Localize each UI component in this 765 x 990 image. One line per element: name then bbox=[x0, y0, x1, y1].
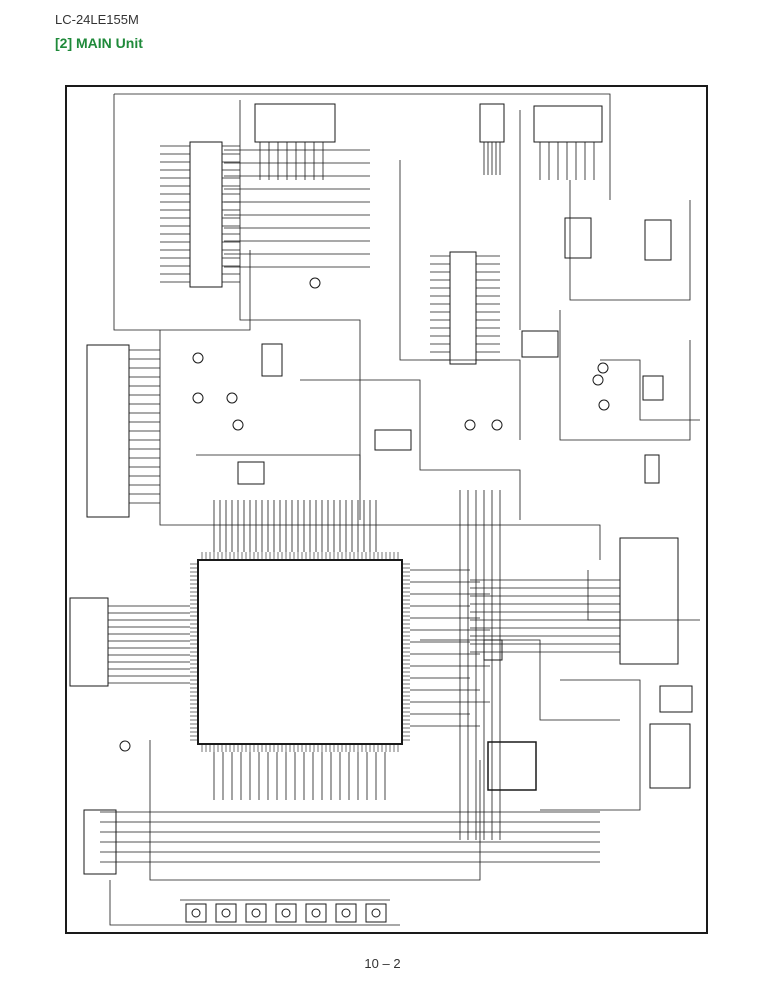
schematic-wiring bbox=[100, 93, 700, 926]
key-switch-contact bbox=[221, 908, 231, 918]
key-switch bbox=[335, 903, 357, 923]
jack-1 bbox=[659, 685, 693, 713]
jack-2 bbox=[649, 723, 691, 789]
main-processor-pins bbox=[190, 552, 410, 752]
key-switch bbox=[245, 903, 267, 923]
connector-left bbox=[86, 344, 130, 518]
ic-right-3 bbox=[642, 375, 664, 401]
connector-top-2 bbox=[479, 103, 505, 143]
ic-small-2 bbox=[237, 461, 265, 485]
ic-small-1 bbox=[261, 343, 283, 377]
ic-right-1 bbox=[564, 217, 592, 259]
key-switch-contact bbox=[341, 908, 351, 918]
ic-right-2 bbox=[644, 219, 672, 261]
ic-bottom-right bbox=[487, 741, 537, 791]
key-switch-contact bbox=[191, 908, 201, 918]
key-switch bbox=[305, 903, 327, 923]
connector-top-3 bbox=[533, 105, 603, 143]
connector-right bbox=[619, 537, 679, 665]
model-number: LC-24LE155M bbox=[55, 12, 139, 27]
key-switch-row bbox=[185, 903, 387, 923]
main-processor-chip bbox=[197, 559, 403, 745]
schematic-frame bbox=[65, 85, 708, 934]
key-switch bbox=[275, 903, 297, 923]
connector-vga bbox=[69, 597, 109, 687]
transistor-1 bbox=[192, 352, 204, 364]
transistor-5 bbox=[309, 277, 321, 289]
transistor-10 bbox=[598, 399, 610, 411]
ic-center bbox=[449, 251, 477, 365]
ic-small-4 bbox=[521, 330, 559, 358]
connector-top-1 bbox=[254, 103, 336, 143]
key-switch bbox=[215, 903, 237, 923]
key-switch-contact bbox=[311, 908, 321, 918]
transistor-9 bbox=[592, 374, 604, 386]
key-switch-contact bbox=[371, 908, 381, 918]
page-number: 10 – 2 bbox=[364, 956, 401, 971]
transistor-3 bbox=[226, 392, 238, 404]
transistor-7 bbox=[491, 419, 503, 431]
key-switch-contact bbox=[251, 908, 261, 918]
transistor-4 bbox=[232, 419, 244, 431]
key-switch bbox=[365, 903, 387, 923]
transistor-8 bbox=[597, 362, 609, 374]
ic-small-3 bbox=[374, 429, 412, 451]
transistor-2 bbox=[192, 392, 204, 404]
key-switch bbox=[185, 903, 207, 923]
ic-right-4 bbox=[644, 454, 660, 484]
ic-small-5 bbox=[483, 639, 503, 661]
section-title: [2] MAIN Unit bbox=[55, 35, 143, 51]
ic-top-left bbox=[189, 141, 223, 288]
transistor-6 bbox=[464, 419, 476, 431]
transistor-11 bbox=[119, 740, 131, 752]
key-switch-contact bbox=[281, 908, 291, 918]
